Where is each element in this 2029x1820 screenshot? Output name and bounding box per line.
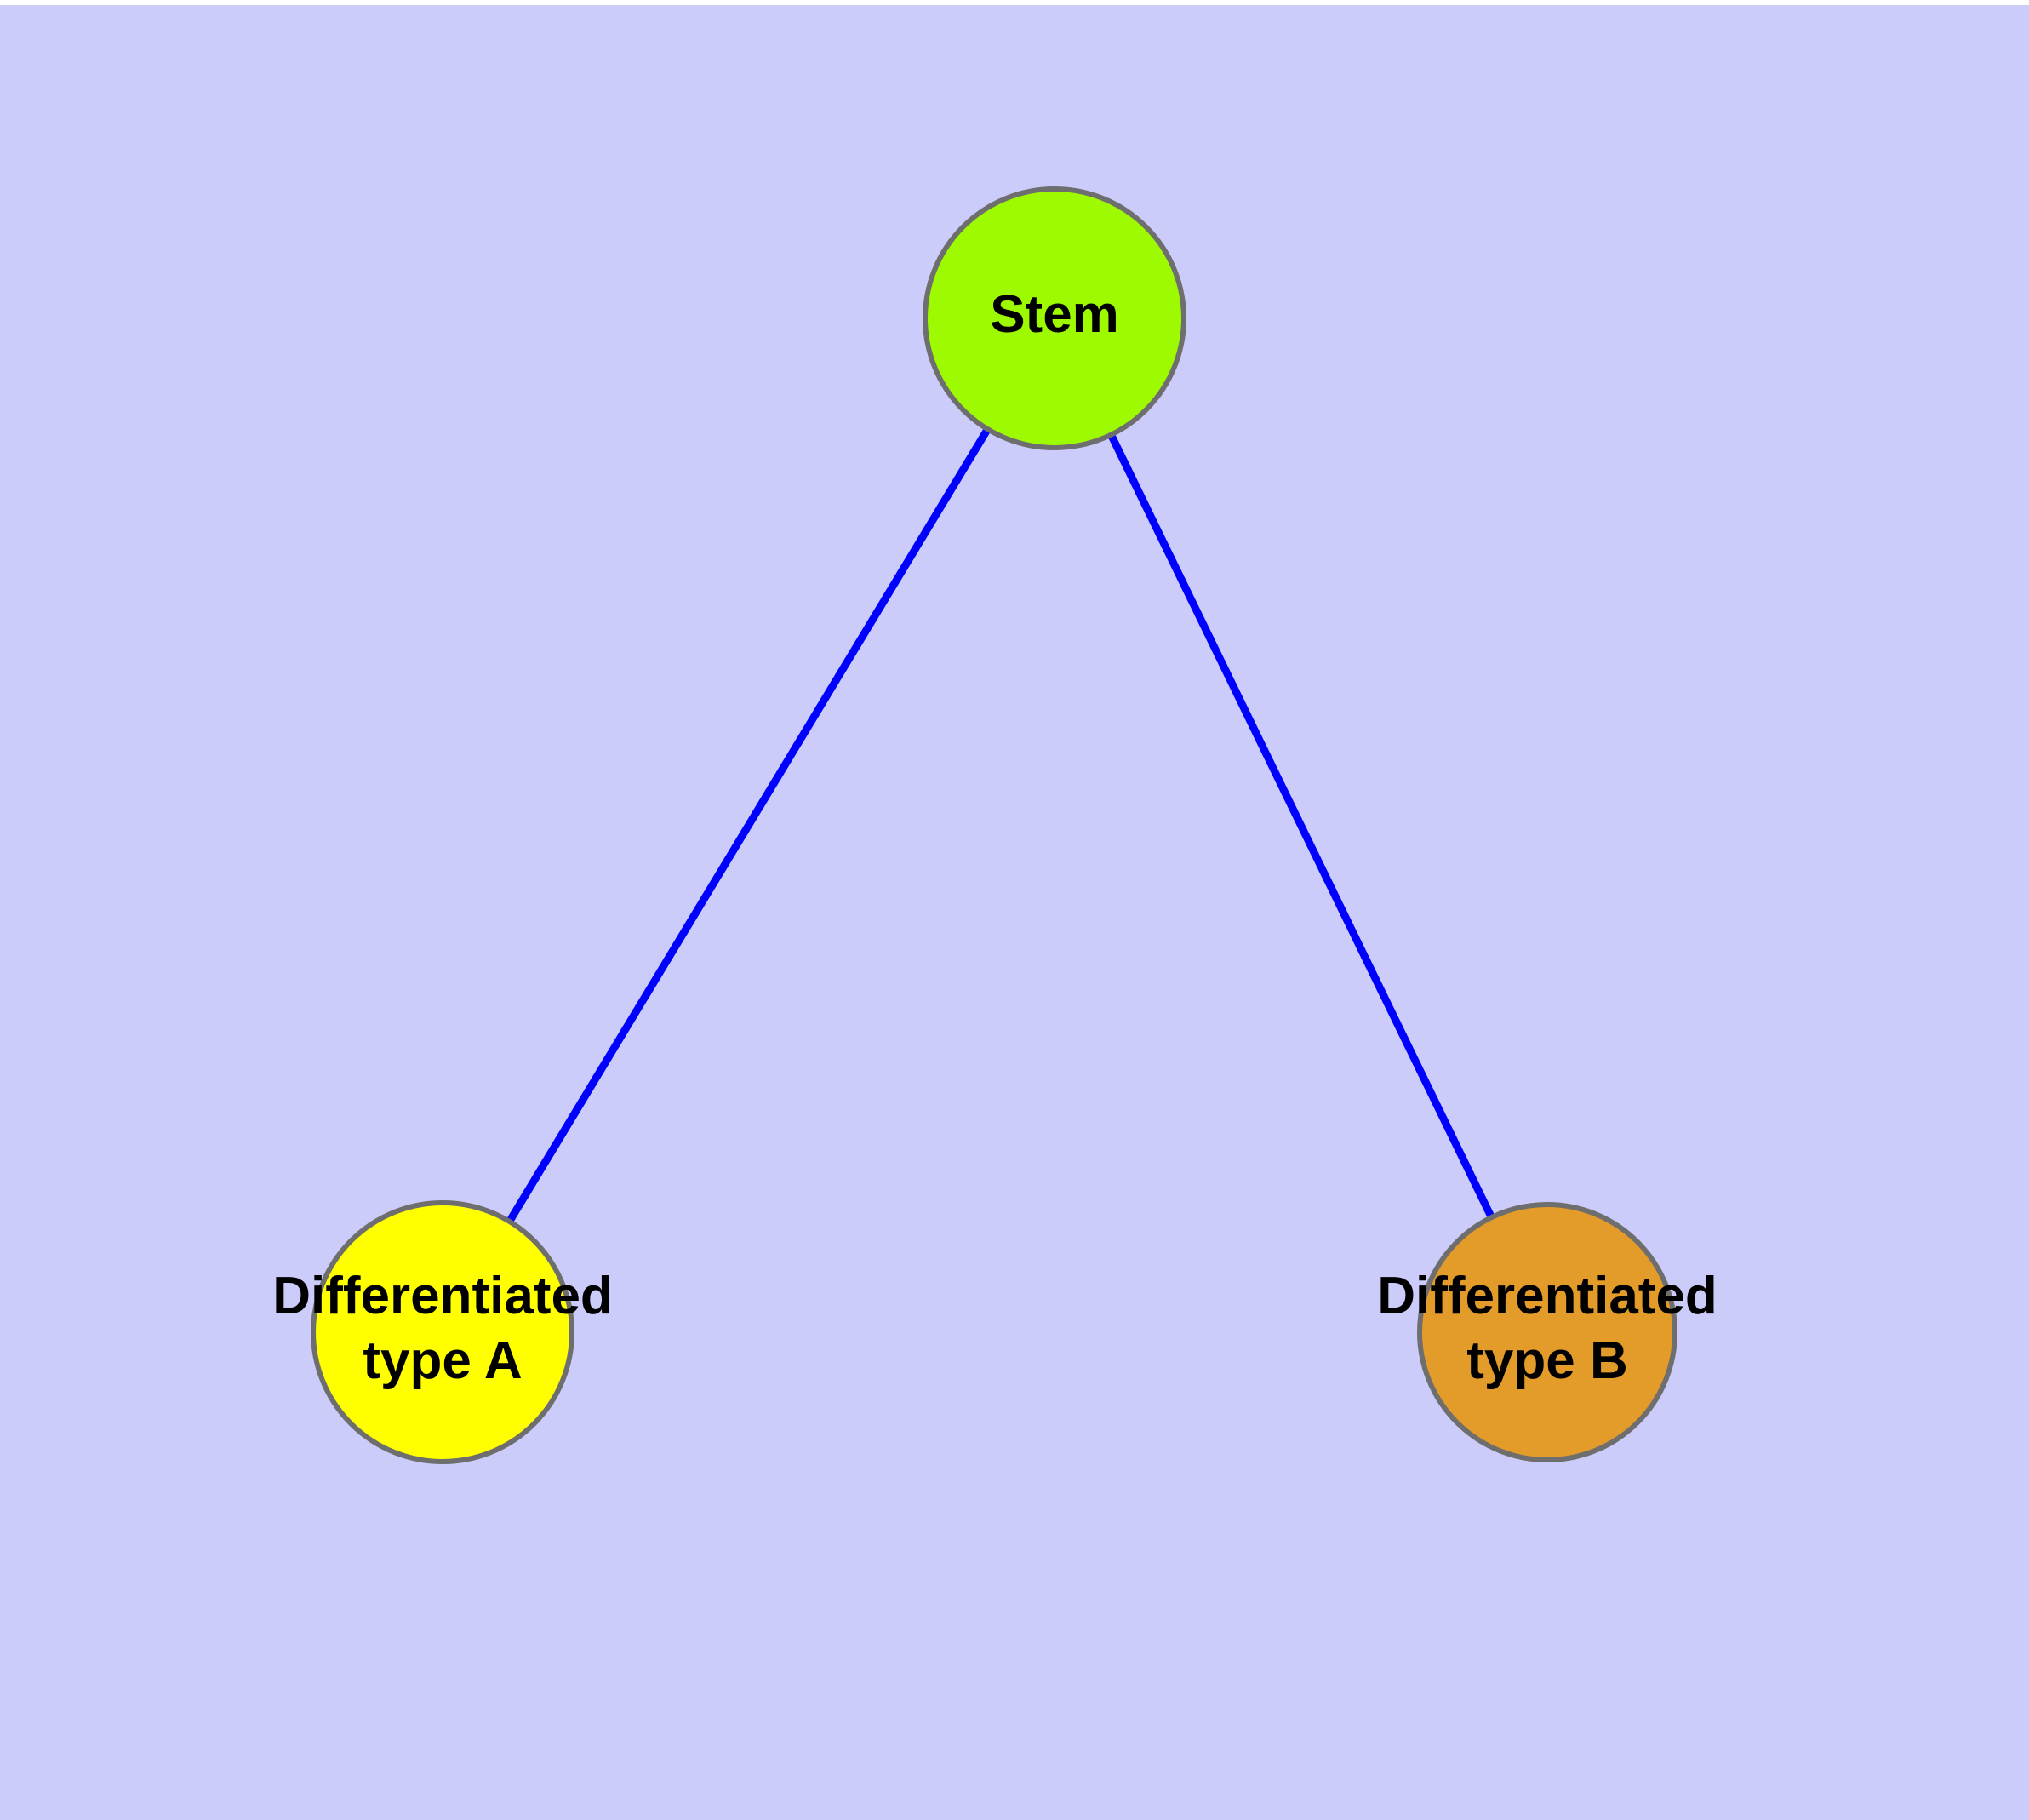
node-label-line: type A [363, 1331, 522, 1390]
node-label-line: type B [1466, 1331, 1627, 1390]
node-circle-diff_b[interactable] [1417, 1202, 1677, 1462]
graph-node-stem[interactable]: Stem [923, 186, 1186, 450]
node-circle-diff_a[interactable] [311, 1200, 574, 1464]
canvas-top-strip [0, 0, 2029, 5]
node-label-stem: Stem [990, 285, 1119, 344]
node-label-line: Differentiated [1377, 1268, 1718, 1326]
node-circle-stem[interactable] [923, 186, 1186, 450]
graph-edge[interactable] [1050, 317, 1552, 1334]
edges-group [439, 316, 1552, 1335]
node-label-line: Stem [990, 285, 1119, 344]
graph-edge[interactable] [439, 316, 1058, 1335]
node-label-line: Differentiated [272, 1268, 613, 1326]
